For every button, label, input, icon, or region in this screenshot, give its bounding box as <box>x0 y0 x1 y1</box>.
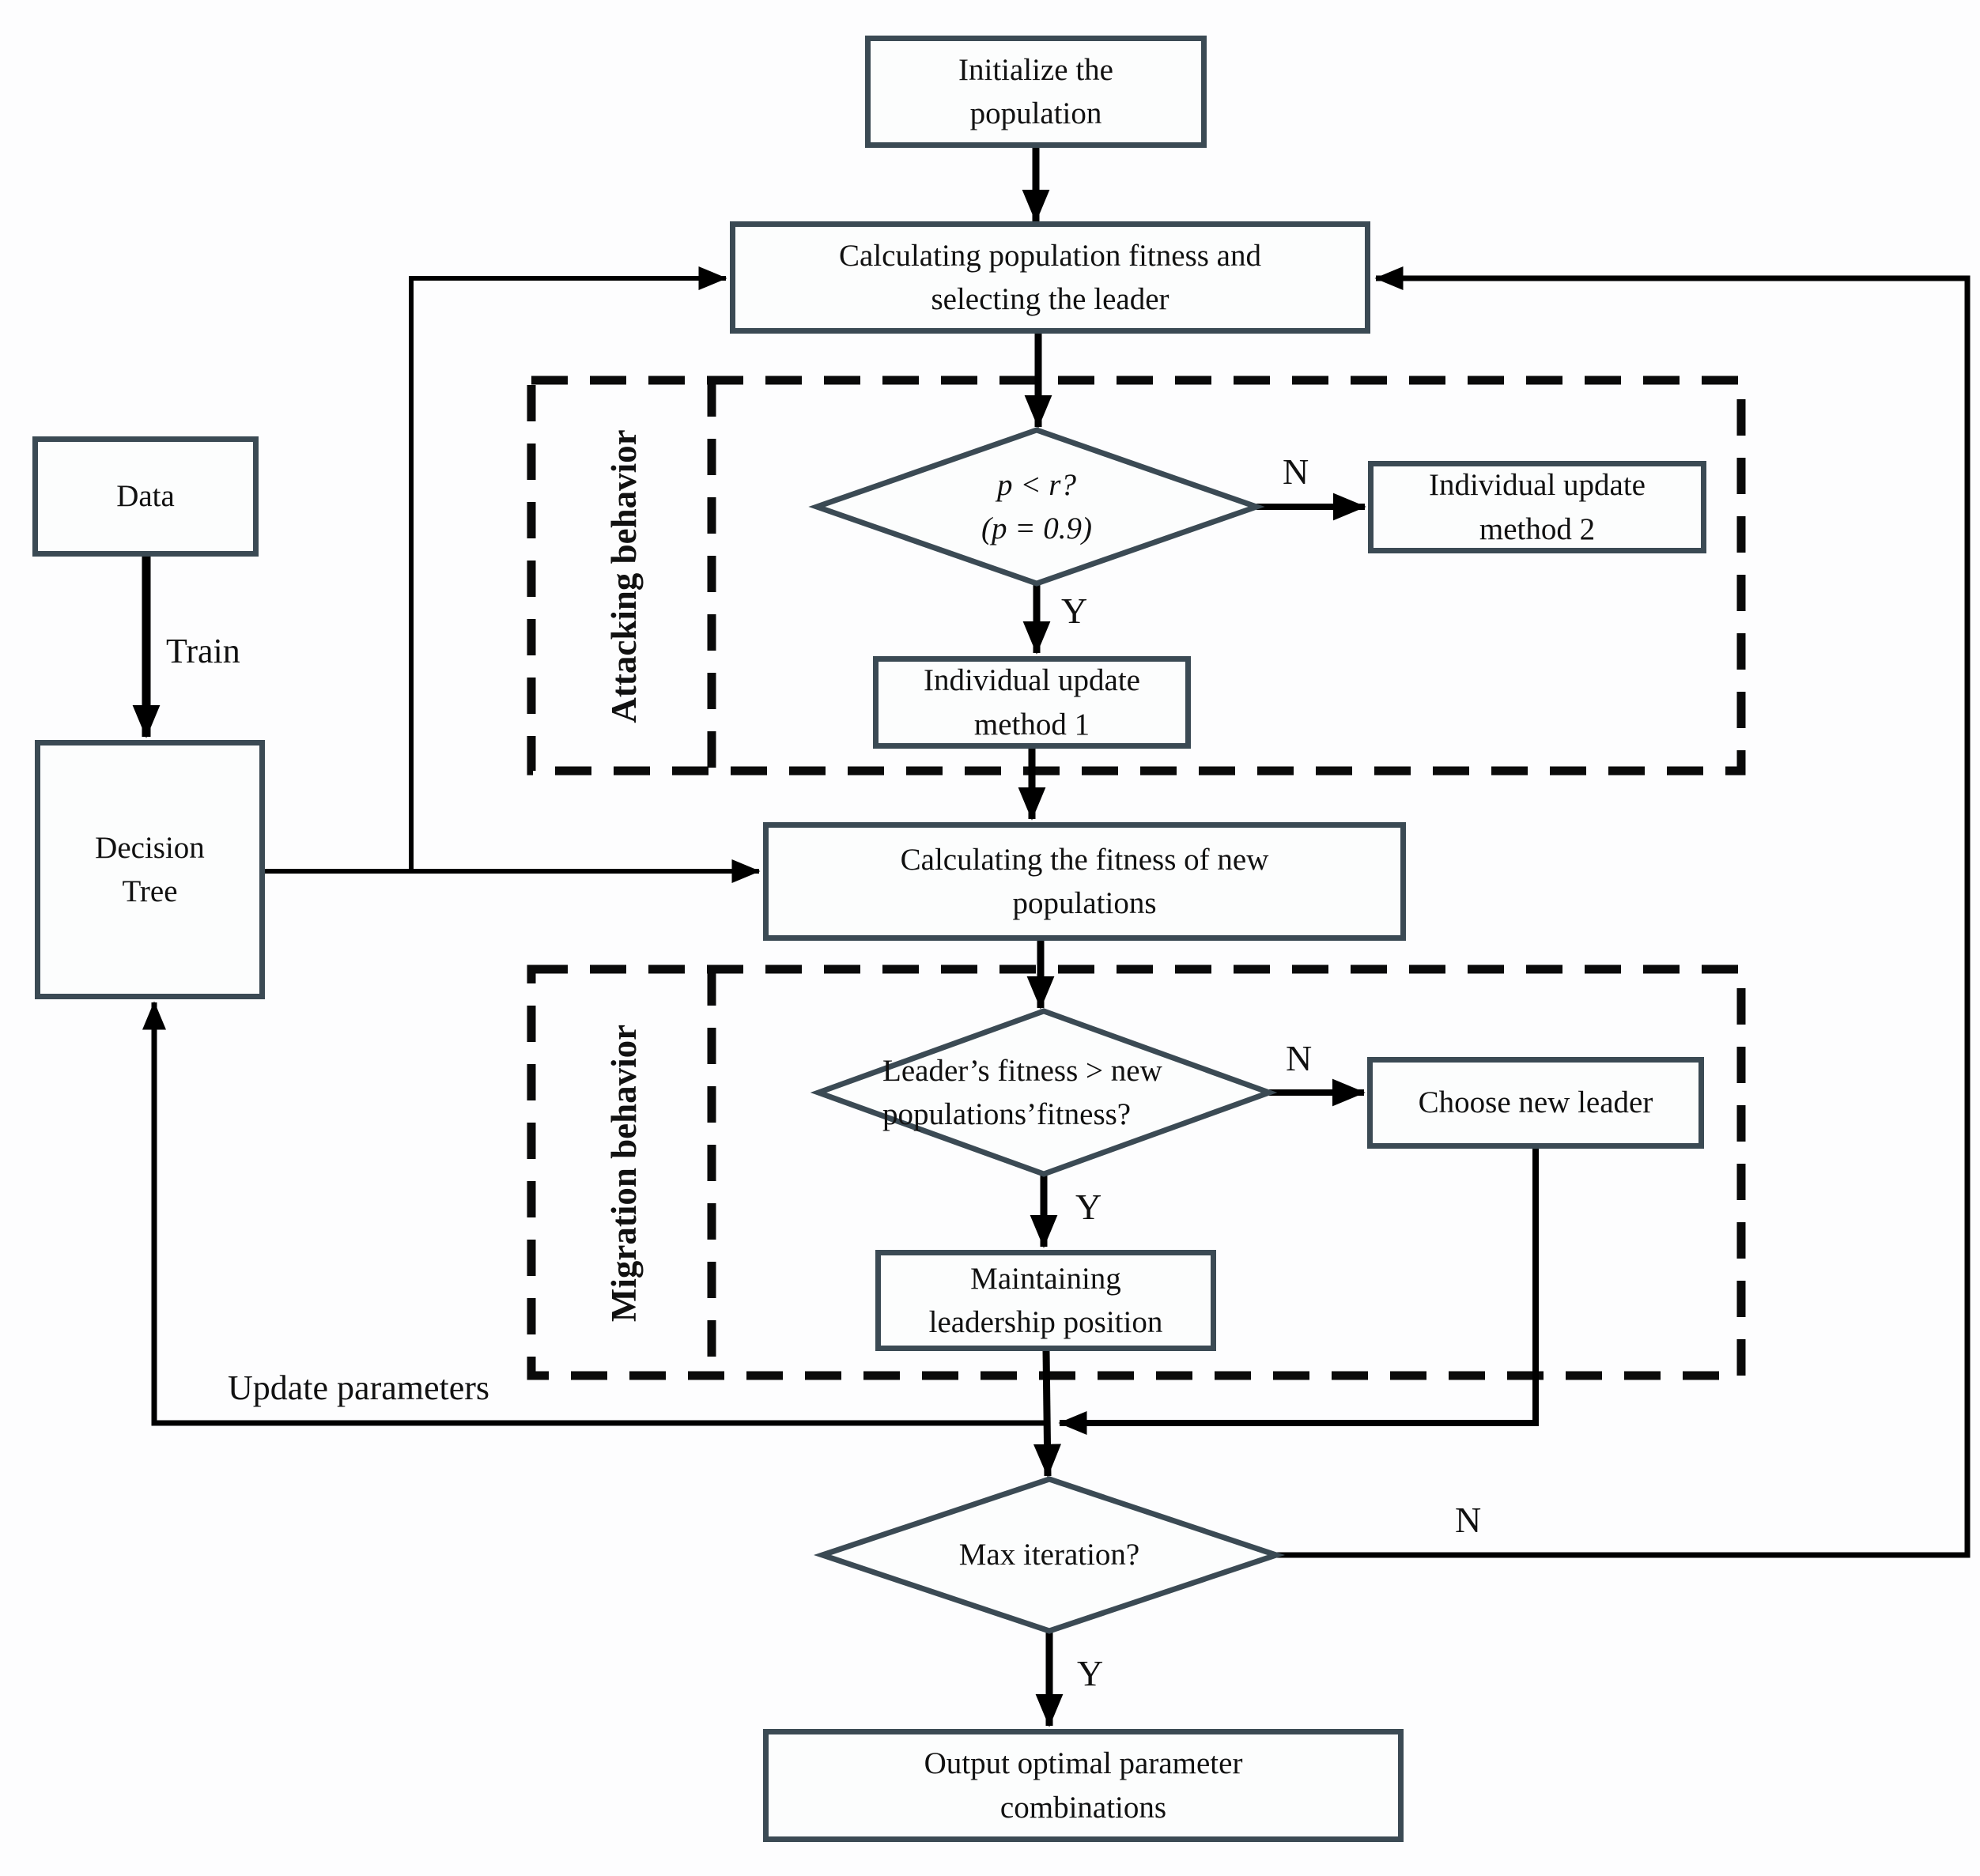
node-calc-population-fitness: Calculating population fitness and selec… <box>730 221 1370 334</box>
decision-leader-fitness-label: Leader’s fitness > new populations’fitne… <box>882 1053 1162 1131</box>
attacking-region-label: Attacking behavior <box>604 429 644 723</box>
edge-update-parameters <box>142 1001 1046 1426</box>
edge-label-train: Train <box>166 632 240 670</box>
migration-region-label: Migration behavior <box>604 1024 644 1323</box>
node-decision-tree: Decision Tree <box>35 740 265 999</box>
decision-p-less-r-shape <box>808 427 1265 587</box>
decision-leader-fitness-shape <box>810 1008 1278 1177</box>
edge-label-n3: N <box>1455 1500 1482 1540</box>
decision-max-iteration-shape <box>813 1476 1286 1634</box>
node-choose-new-leader: Choose new leader <box>1367 1057 1704 1149</box>
edge-label-update-parameters: Update parameters <box>228 1368 490 1407</box>
edge-label-y2: Y <box>1075 1187 1102 1227</box>
edge-label-n2: N <box>1286 1038 1313 1078</box>
node-individual-update-method-2: Individual update method 2 <box>1368 461 1706 553</box>
edge-label-y1: Y <box>1061 591 1088 631</box>
edge-decision-tree-to-calc-pop <box>409 266 727 871</box>
node-data: Data <box>32 436 259 557</box>
node-initialize-population: Initialize the population <box>865 36 1207 148</box>
node-calc-new-fitness: Calculating the fitness of new populatio… <box>763 822 1406 941</box>
migration-region-border <box>527 964 1746 1380</box>
attacking-region-border <box>527 376 1746 776</box>
node-individual-update-method-1: Individual update method 1 <box>873 656 1191 749</box>
node-maintain-leadership: Maintaining leadership position <box>875 1250 1216 1351</box>
edge-maintain-to-max-iteration <box>1033 1350 1061 1478</box>
edge-label-y3: Y <box>1077 1653 1104 1693</box>
decision-max-iteration-label: Max iteration? <box>958 1538 1140 1572</box>
edge-choose-leader-return <box>1058 1149 1539 1435</box>
edge-label-n1: N <box>1283 451 1309 492</box>
decision-p-less-r-label: p < r? (p = 0.9) <box>981 467 1093 545</box>
edge-max-iteration-no-loop <box>1276 266 1971 1558</box>
node-output-optimal: Output optimal parameter combinations <box>763 1729 1404 1842</box>
